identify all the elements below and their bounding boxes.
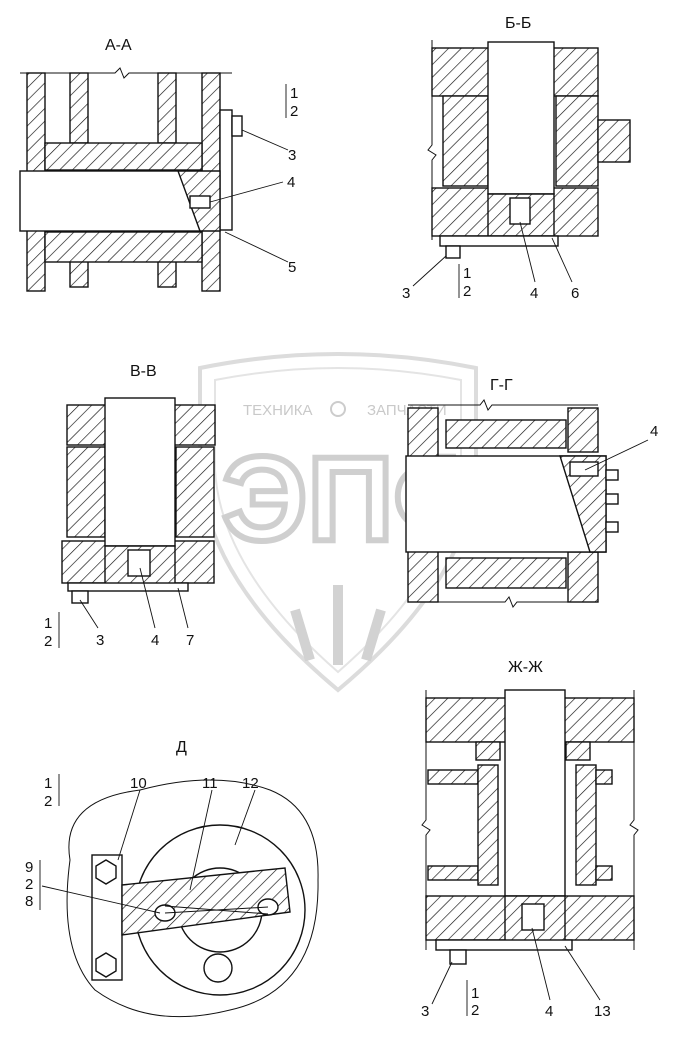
callout-d-8: 8: [25, 893, 33, 910]
watermark-gear-icon: [330, 401, 346, 417]
callout-gg-4: 4: [650, 423, 658, 440]
view-title-gg: Г-Г: [490, 377, 513, 394]
callout-aa-4: 4: [287, 174, 295, 191]
callouts-aa: 1 2 3 4 5: [209, 84, 298, 276]
callout-bb-4: 4: [530, 285, 538, 302]
callout-d-10: 10: [130, 775, 147, 792]
callout-vv-3: 3: [96, 632, 104, 649]
callouts-gg: 4: [584, 423, 658, 471]
view-section-bb: Б-Б 3 1 2 4 6: [402, 15, 631, 302]
view-section-vv: В-В 1 2 3 4 7: [44, 363, 216, 650]
callout-zz-3: 3: [421, 1003, 429, 1020]
view-title-vv: В-В: [130, 363, 157, 380]
callouts-vv: 1 2 3 4 7: [44, 567, 194, 650]
view-title-aa: А-А: [105, 37, 132, 54]
callout-d-1: 1: [44, 775, 52, 792]
callout-vv-2: 2: [44, 633, 52, 650]
callouts-d: 1 2 10 11 12 9 2 8: [25, 774, 259, 914]
callout-zz-4: 4: [545, 1003, 553, 1020]
callout-bb-3: 3: [402, 285, 410, 302]
view-title-bb: Б-Б: [505, 15, 531, 32]
callout-bb-2: 2: [463, 283, 471, 300]
callout-aa-1: 1: [290, 85, 298, 102]
callout-aa-2: 2: [290, 103, 298, 120]
callout-aa-5: 5: [288, 259, 296, 276]
view-title-zz: Ж-Ж: [508, 659, 543, 676]
callout-zz-1: 1: [471, 985, 479, 1002]
view-title-d: Д: [176, 739, 187, 756]
view-section-gg: Г-Г 4: [405, 377, 658, 608]
callout-d-2b: 2: [25, 876, 33, 893]
callout-d-9: 9: [25, 859, 33, 876]
callout-aa-3: 3: [288, 147, 296, 164]
watermark-left-text: ТЕХНИКА: [243, 402, 313, 419]
view-detail-d: Д 1 2 10 11 12 9 2 8: [25, 739, 319, 1018]
callout-d-11: 11: [202, 775, 218, 792]
watermark-wheat-icon: [290, 585, 386, 665]
callout-vv-4: 4: [151, 632, 159, 649]
callouts-zz: 3 1 2 4 13: [421, 927, 611, 1020]
callout-vv-7: 7: [186, 632, 194, 649]
callout-bb-6: 6: [571, 285, 579, 302]
callout-d-2: 2: [44, 793, 52, 810]
callout-bb-1: 1: [463, 265, 471, 282]
callout-vv-1: 1: [44, 615, 52, 632]
callout-zz-2: 2: [471, 1002, 479, 1019]
callout-zz-13: 13: [594, 1003, 611, 1020]
view-section-zz: Ж-Ж 3 1 2 4 13: [421, 659, 639, 1020]
callouts-bb: 3 1 2 4 6: [402, 221, 579, 302]
callout-d-12: 12: [242, 775, 259, 792]
view-section-aa: А-А 1 2 3 4 5: [19, 37, 298, 292]
